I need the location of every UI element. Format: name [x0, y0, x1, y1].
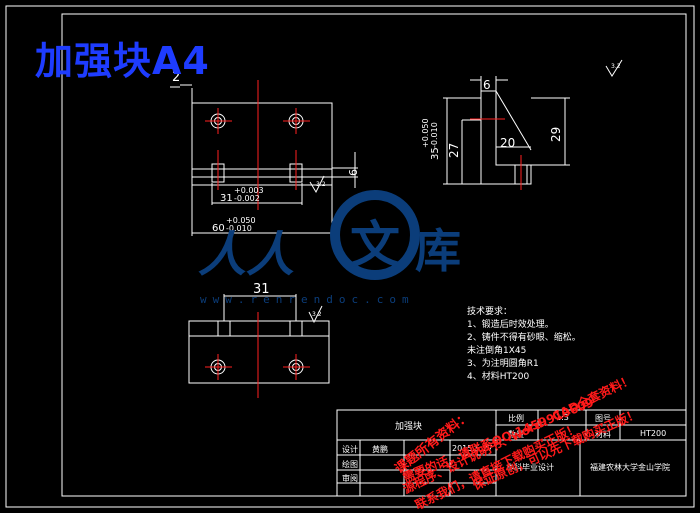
tb-school: 福建农林大学金山学院: [590, 463, 670, 472]
tb-material-label: 材料: [595, 430, 611, 439]
dim-side-35: 35: [430, 147, 441, 160]
note-line: 4、材料HT200: [467, 372, 530, 382]
note-line: 未注倒角1X45: [467, 346, 527, 356]
dim-top-31-tol-dn: -0.002: [234, 194, 260, 203]
roughness-symbol-1: [309, 175, 325, 194]
bottom-view: [188, 294, 330, 384]
tb-part-name: 加强块: [395, 422, 423, 432]
outer-frame: [5, 5, 695, 508]
tb-project: 本科毕业设计: [506, 463, 554, 472]
watermark-circle: [330, 190, 420, 280]
tb-design-label: 设计: [342, 445, 358, 454]
roughness-2: 3.2: [611, 63, 621, 70]
roughness-3: 3.2: [312, 311, 322, 318]
note-line: 2、铸件不得有砂眼、缩松。: [467, 333, 581, 343]
title-block-grid: [336, 409, 687, 497]
dim-side-6: 6: [483, 78, 491, 92]
drawing-title: 加强块A4: [35, 39, 210, 83]
tb-review-label: 审阅: [342, 474, 358, 483]
watermark-logo-left: 人人: [198, 227, 295, 283]
dim-side-20: 20: [500, 136, 515, 150]
dim-side-35-tol-dn: -0.010: [430, 122, 439, 148]
dim-top-60: 60: [212, 223, 225, 234]
note-line: 技术要求：: [467, 307, 513, 317]
dim-top-60-tol-up: +0.050: [226, 216, 256, 225]
dim-side-35-tol-up: +0.050: [421, 118, 430, 148]
watermark-logo-right: 库: [415, 224, 461, 278]
dim-bottom-31: 31: [253, 282, 270, 297]
tb-drawing-no-label: 图号: [595, 414, 611, 423]
watermark-logo-mid: 文: [350, 216, 400, 274]
side-view: [443, 76, 570, 185]
tb-scale-label: 比例: [508, 414, 524, 423]
tb-date: 2015.5.27: [452, 444, 493, 453]
top-view: [170, 84, 358, 236]
bottom-center-lines: [205, 312, 310, 398]
tb-material-value: HT200: [640, 429, 667, 438]
top-center-lines: [205, 80, 310, 210]
roughness-symbol-global: [605, 59, 623, 77]
side-center-lines: [470, 118, 522, 190]
watermark-url: www.renrendoc.com: [200, 293, 415, 306]
dim-side-27: 27: [447, 143, 461, 158]
tb-designer: 黄鹏: [372, 445, 388, 454]
technical-notes: 技术要求： 1、锻造后时效处理。 2、铸件不得有砂眼、缩松。 未注倒角1X45 …: [467, 306, 581, 384]
tb-qty-label: 数量: [508, 430, 524, 439]
note-line: 3、为注明圆角R1: [467, 359, 539, 369]
dim-side-29: 29: [549, 127, 563, 142]
note-line: 1、锻造后时效处理。: [467, 320, 554, 330]
tb-draw-label: 绘图: [342, 460, 358, 469]
dim-top-31-tol-up: +0.003: [234, 186, 264, 195]
dim-top-6: 6: [347, 169, 360, 176]
dim-top-2: 2: [172, 70, 180, 85]
dim-top-60-tol-dn: -0.010: [226, 224, 252, 233]
tb-scale-value: 1:3: [556, 413, 569, 422]
dim-top-31: 31: [220, 193, 233, 204]
roughness-1: 3.2: [316, 181, 326, 188]
roughness-symbol-3: [308, 305, 323, 324]
